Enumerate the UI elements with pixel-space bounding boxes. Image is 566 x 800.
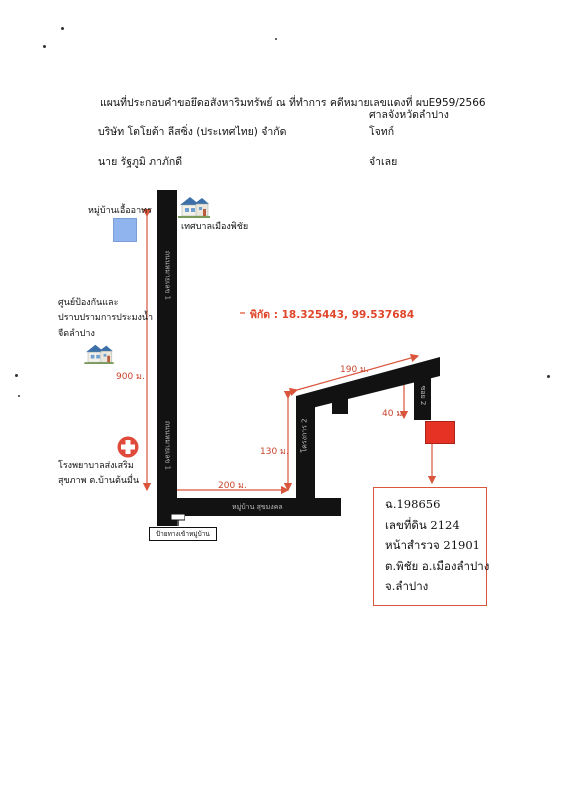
lane-road-label: ซอย 2: [419, 385, 427, 406]
house-icon: [84, 344, 114, 364]
scan-speck: [18, 395, 20, 397]
center-label-3: จืดลำปาง: [58, 329, 95, 339]
property-info-box: ฉ.198656 เลขที่ดิน 2124 หน้าสำรวจ 21901 …: [373, 487, 490, 606]
scan-speck: [547, 375, 550, 378]
alley-road-label: โครงการ 2: [300, 418, 309, 453]
distance-40m: 40 ม.: [382, 409, 406, 419]
village-sign: ป้ายทางเข้าหมู่บ้าน: [149, 527, 217, 541]
distance-900m: 900 ม.: [116, 372, 145, 382]
house-icon: [178, 197, 210, 218]
lane-road: [414, 375, 431, 420]
header-title: แผนที่ประกอบคำขอยึดอสังหาริมทรัพย์ ณ ที่…: [100, 97, 486, 109]
alley-road: [296, 398, 315, 502]
hospital-cross-icon: [117, 436, 139, 458]
main-road-label-lower: ถนนหมายเลข 1: [163, 420, 172, 471]
defendant-name: นาย รัฐภูมิ ภาภักดี: [98, 156, 183, 168]
court-name: ศาลจังหวัดลำปาง: [369, 109, 449, 121]
side-building: [332, 398, 348, 414]
village-sign-text: ป้ายทางเข้าหมู่บ้าน: [156, 530, 210, 538]
distance-130m: 130 ม.: [260, 447, 289, 457]
village-road: [157, 498, 341, 516]
distance-200m: 200 ม.: [218, 481, 247, 491]
hospital-label-1: โรงพยาบาลส่งเสริม: [58, 461, 134, 471]
deed-number: ฉ.198656: [385, 497, 441, 511]
defendant-role: จำเลย: [369, 156, 398, 168]
main-road-label-upper: ถนนหมายเลข 1: [163, 250, 172, 301]
scan-speck: [61, 27, 64, 30]
center-label-1: ศูนย์ป้องกันและ: [58, 298, 119, 308]
arrow-190m: [288, 353, 420, 396]
plaintiff-name: บริษัท โตโยต้า ลีสซิ่ง (ประเทศไทย) จำกัด: [98, 126, 287, 138]
property-location: ต.พิชัย อ.เมืองลำปาง: [385, 558, 490, 573]
distance-190m: 190 ม.: [340, 365, 369, 375]
coordinates-label: พิกัด : 18.325443, 99.537684: [250, 309, 415, 321]
scan-speck: [43, 45, 46, 48]
land-number: เลขที่ดิน 2124: [385, 517, 460, 532]
property-province: จ.ลำปาง: [385, 579, 429, 593]
plaintiff-role: โจทก์: [369, 126, 395, 138]
center-label-2: ปราบปรามการประมงน้ำ: [58, 313, 154, 323]
village-sign-icon: [171, 514, 185, 526]
village-top-label: หมู่บ้านเอื้ออาทร: [88, 206, 152, 216]
municipality-label: เทศบาลเมืองพิชัย: [181, 222, 249, 232]
scan-speck: [15, 374, 18, 377]
scan-speck: [275, 38, 277, 40]
survey-page: หน้าสำรวจ 21901: [385, 538, 480, 552]
village-top-marker: [113, 218, 137, 242]
main-road: [157, 190, 177, 498]
property-marker: [425, 421, 455, 444]
village-road-label: หมู่บ้าน สุขมงคล: [232, 503, 283, 511]
hospital-label-2: สุขภาพ ต.บ้านต้นมื่น: [58, 476, 140, 486]
